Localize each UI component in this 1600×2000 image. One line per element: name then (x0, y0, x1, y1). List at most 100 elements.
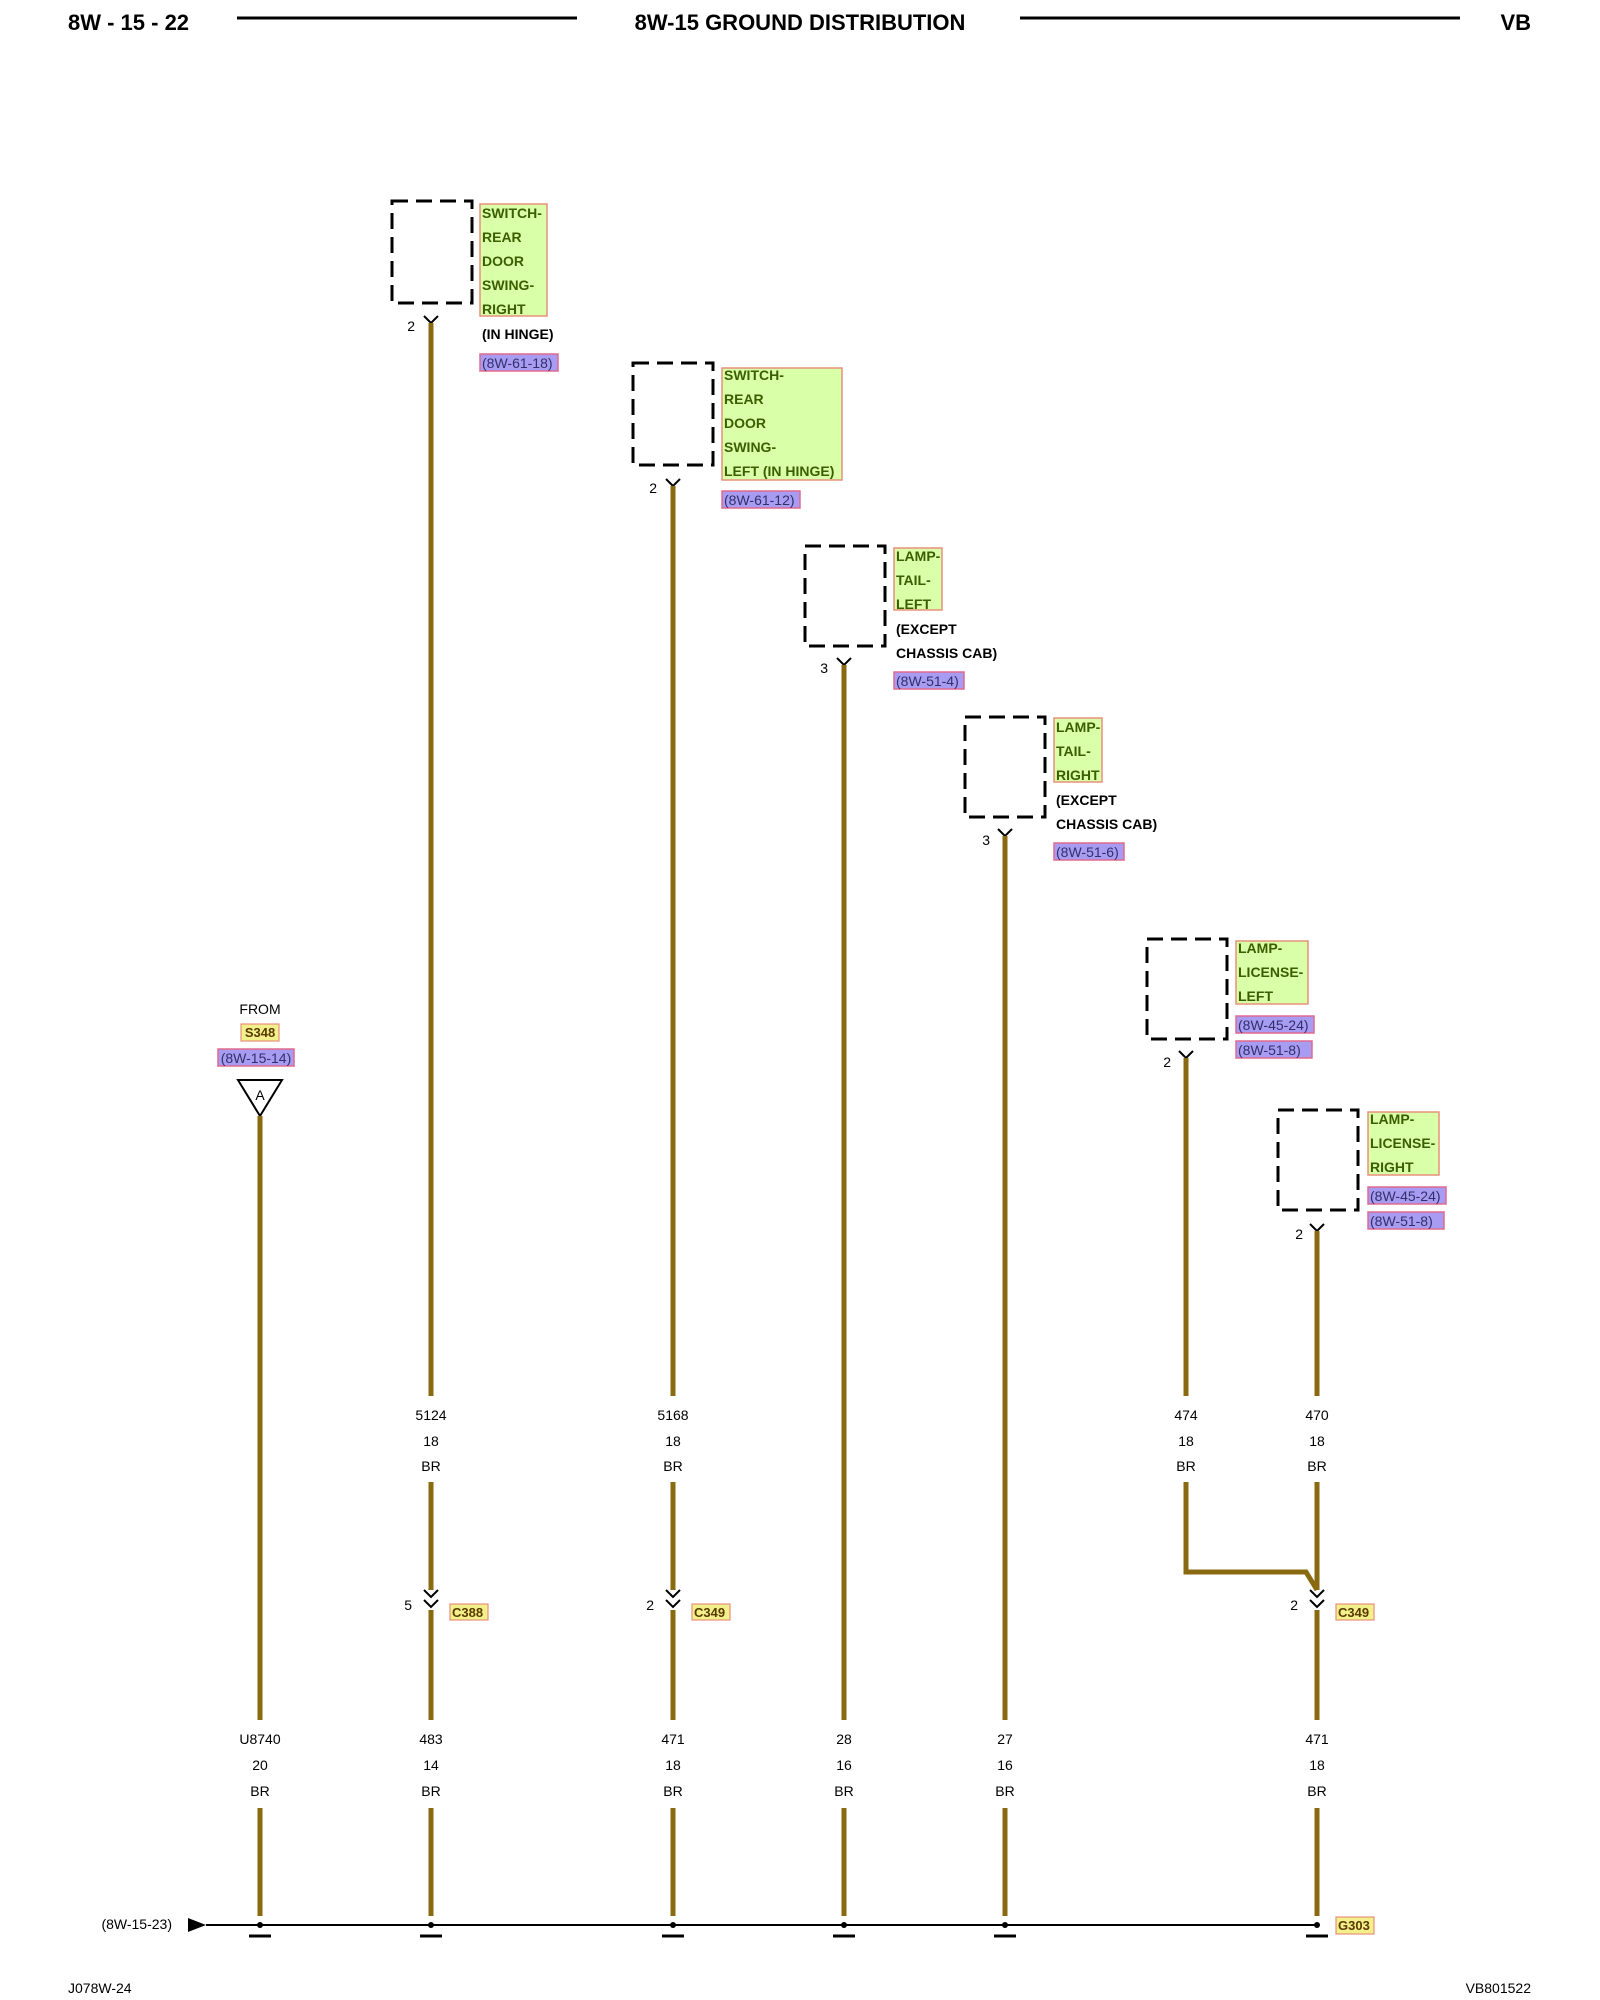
connector-pin: 2 (1290, 1597, 1298, 1613)
wire-gauge: 18 (665, 1433, 681, 1449)
pin-terminal-icon (1309, 1223, 1325, 1233)
splice-ref[interactable]: (8W-15-14) (221, 1050, 292, 1066)
wire-gauge: 18 (665, 1757, 681, 1773)
wire-gauge: 18 (1309, 1433, 1325, 1449)
wire-labels-upper: 5124 18 BR 5168 18 BR 474 18 BR 470 18 B… (415, 1407, 1328, 1474)
wire-color: BR (421, 1458, 440, 1474)
component-name-line: REAR (724, 391, 764, 407)
wire-color: BR (1307, 1783, 1326, 1799)
component-note: (IN HINGE) (482, 326, 554, 342)
inline-connector-c349[interactable]: 2 C349 (1290, 1589, 1375, 1621)
pin-number: 2 (1163, 1054, 1171, 1070)
inline-connector-icon (1309, 1589, 1325, 1609)
pin-terminal-icon (423, 315, 439, 325)
component-switch-rear-door-swing-left[interactable]: SWITCH- REAR DOOR SWING- LEFT (IN HINGE)… (631, 361, 843, 509)
component-name-line: SWING- (482, 277, 534, 293)
wire-circuit: 27 (997, 1731, 1013, 1747)
connector-name[interactable]: C388 (452, 1605, 483, 1620)
component-ref[interactable]: (8W-51-4) (896, 673, 959, 689)
wire-gauge: 16 (836, 1757, 852, 1773)
component-ref[interactable]: (8W-61-18) (482, 355, 553, 371)
component-name-line: LAMP- (896, 548, 941, 564)
component-label-box (721, 367, 843, 481)
component-ref[interactable]: (8W-51-8) (1238, 1042, 1301, 1058)
component-ref[interactable]: (8W-51-6) (1056, 844, 1119, 860)
component-box (1145, 937, 1229, 1041)
ground-bus[interactable]: (8W-15-23) G303 (101, 1916, 1375, 1938)
connector-letter: A (255, 1087, 265, 1103)
ground-splice-node (833, 1922, 855, 1938)
component-name-line: TAIL- (1056, 743, 1091, 759)
component-name-line: LAMP- (1056, 719, 1101, 735)
splice-source[interactable]: FROM S348 (8W-15-14) A (217, 1001, 295, 1118)
wire-color: BR (834, 1783, 853, 1799)
wire-color: BR (250, 1783, 269, 1799)
component-name-line: LEFT (896, 596, 931, 612)
component-box (1276, 1108, 1360, 1212)
component-name-line: LAMP- (1370, 1111, 1415, 1127)
wire-gauge: 18 (1309, 1757, 1325, 1773)
component-name-line: RIGHT (1370, 1159, 1414, 1175)
ground-splice-node (420, 1922, 442, 1938)
inline-connector-c388[interactable]: 5 C388 (404, 1589, 489, 1621)
connector-name[interactable]: C349 (694, 1605, 725, 1620)
pin-number: 2 (649, 480, 657, 496)
wire-gauge: 20 (252, 1757, 268, 1773)
component-name-line: SWING- (724, 439, 776, 455)
wire-circuit: 5124 (415, 1407, 446, 1423)
component-note: (EXCEPT (1056, 792, 1117, 808)
connector-name[interactable]: C349 (1338, 1605, 1369, 1620)
component-ref[interactable]: (8W-51-8) (1370, 1213, 1433, 1229)
wire-runs (257, 323, 1320, 1916)
wire-color: BR (663, 1783, 682, 1799)
vehicle-code: VB (1500, 10, 1531, 35)
component-ref[interactable]: (8W-61-12) (724, 492, 795, 508)
component-lamp-license-right[interactable]: LAMP- LICENSE- RIGHT (8W-45-24) (8W-51-8… (1276, 1108, 1447, 1242)
component-name-line: LEFT (1238, 988, 1273, 1004)
splice-name-box (240, 1023, 280, 1042)
pin-number: 2 (407, 318, 415, 334)
ref-box (893, 671, 965, 690)
connector-name-box (691, 1603, 731, 1621)
component-name-line: LICENSE- (1370, 1135, 1436, 1151)
inline-connector-c349[interactable]: 2 C349 (646, 1589, 731, 1621)
component-name-line: DOOR (724, 415, 766, 431)
inline-connector-icon (423, 1589, 439, 1609)
component-lamp-tail-left[interactable]: LAMP- TAIL- LEFT (EXCEPT CHASSIS CAB) (8… (803, 544, 997, 690)
pin-number: 3 (820, 660, 828, 676)
wire-gauge: 18 (423, 1433, 439, 1449)
connector-pin: 5 (404, 1597, 412, 1613)
ground-continuation-ref[interactable]: (8W-15-23) (101, 1916, 172, 1932)
connector-name-box (449, 1603, 489, 1621)
splice-name[interactable]: S348 (245, 1025, 275, 1040)
component-note: CHASSIS CAB) (896, 645, 997, 661)
component-lamp-tail-right[interactable]: LAMP- TAIL- RIGHT (EXCEPT CHASSIS CAB) (… (963, 715, 1157, 861)
wire-labels-lower: U8740 20 BR 483 14 BR 471 18 BR 28 16 BR… (239, 1731, 1329, 1799)
component-lamp-license-left[interactable]: LAMP- LICENSE- LEFT (8W-45-24) (8W-51-8)… (1145, 937, 1315, 1070)
wire-color: BR (663, 1458, 682, 1474)
component-name-line: LAMP- (1238, 940, 1283, 956)
wire-gauge: 14 (423, 1757, 439, 1773)
component-box (963, 715, 1047, 819)
wire-circuit: U8740 (239, 1731, 280, 1747)
ground-name[interactable]: G303 (1338, 1918, 1370, 1933)
footer-left-code: J078W-24 (68, 1980, 132, 1996)
component-name-line: SWITCH- (724, 367, 784, 383)
component-box (631, 361, 715, 467)
component-name-line: REAR (482, 229, 522, 245)
component-note: (EXCEPT (896, 621, 957, 637)
inline-connector-icon (665, 1589, 681, 1609)
pin-number: 2 (1295, 1226, 1303, 1242)
component-ref[interactable]: (8W-45-24) (1370, 1188, 1441, 1204)
wire (1183, 1482, 1320, 1592)
ref-box (721, 490, 801, 509)
component-label-box (1053, 717, 1103, 783)
component-ref[interactable]: (8W-45-24) (1238, 1017, 1309, 1033)
ref-box (1235, 1040, 1313, 1059)
component-label-box (479, 203, 548, 317)
component-box (803, 544, 887, 648)
wire-color: BR (421, 1783, 440, 1799)
component-name-line: DOOR (482, 253, 524, 269)
component-name-line: RIGHT (482, 301, 526, 317)
component-switch-rear-door-swing-right[interactable]: SWITCH- REAR DOOR SWING- RIGHT (IN HINGE… (390, 199, 559, 372)
